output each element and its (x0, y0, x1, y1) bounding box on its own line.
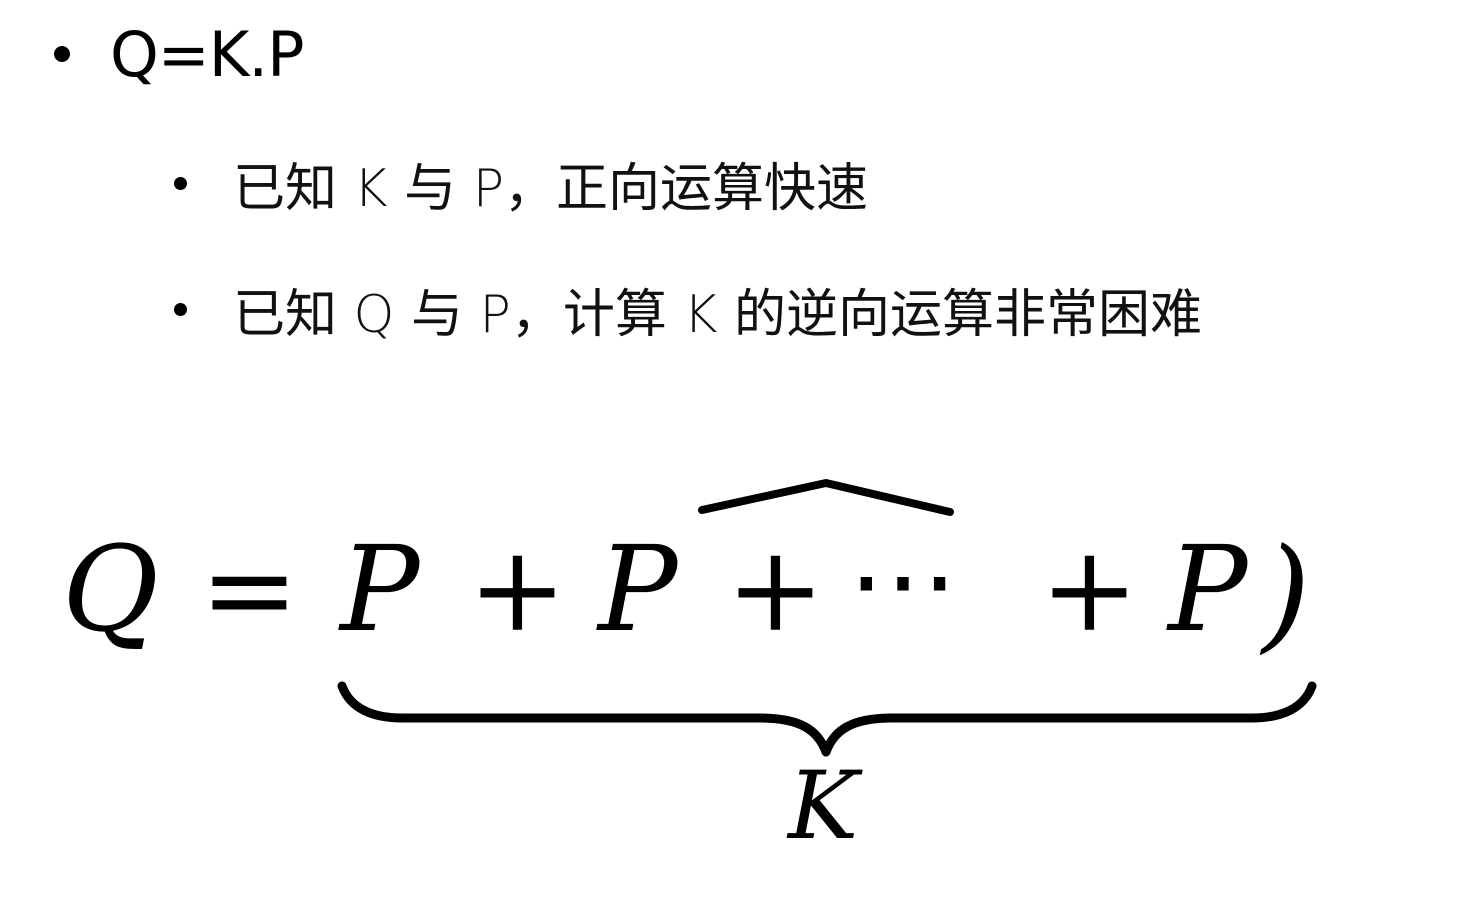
formula-equals: = (200, 520, 299, 658)
formula-ellipsis: ⋯ (848, 516, 958, 644)
formula-plus: + (1040, 520, 1139, 658)
formula: Q = P + P + ⋯ + P ) K (62, 479, 1317, 861)
bullet-item-level2: 已知 Q 与 P，计算 K 的逆向运算非常困难 (174, 274, 1203, 345)
bullet-text: Q=K.P (110, 17, 305, 91)
formula-term: P (596, 520, 680, 658)
formula-term: P (338, 520, 422, 658)
bullet-text: 已知 K 与 P，正向运算快速 (233, 158, 869, 219)
bullet-item-level2: 已知 K 与 P，正向运算快速 (174, 148, 869, 219)
formula-lhs: Q (62, 520, 159, 658)
underbrace-mark (337, 681, 1317, 757)
bullet-item-level1: Q=K.P (54, 14, 305, 94)
bullet-dot-icon (54, 46, 70, 62)
formula-plus: + (726, 520, 825, 658)
formula-term: P (1166, 520, 1250, 658)
bullet-text: 已知 Q 与 P，计算 K 的逆向运算非常困难 (233, 284, 1203, 345)
overhat-mark (698, 479, 954, 516)
formula-close-paren: ) (1259, 522, 1310, 666)
formula-plus: + (468, 520, 567, 658)
bullet-dot-icon (174, 302, 187, 316)
underbrace-label: K (786, 752, 863, 861)
bullet-dot-icon (174, 176, 187, 190)
